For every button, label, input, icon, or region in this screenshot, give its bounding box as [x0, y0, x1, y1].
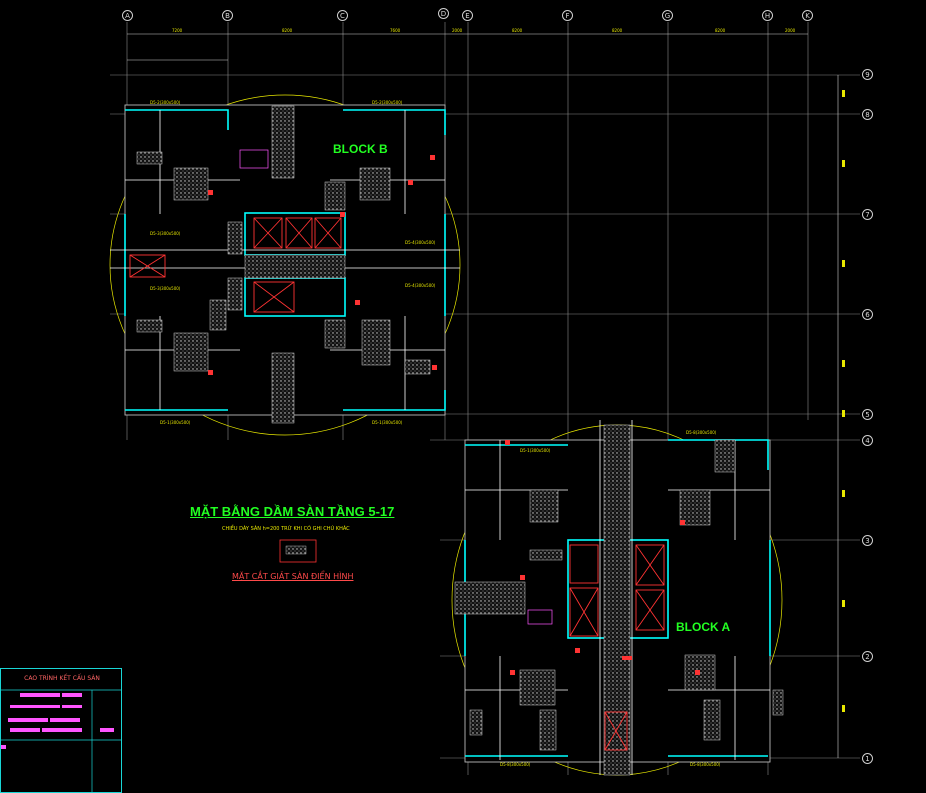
svg-text:D5-8(300x500): D5-8(300x500) — [686, 430, 717, 435]
svg-text:D5-1(300x500): D5-1(300x500) — [372, 420, 403, 425]
svg-text:7200: 7200 — [172, 28, 183, 33]
block-a-floor-plan: D5-8(300x500) D5-8(300x500) D5-8(300x500… — [451, 420, 784, 776]
grid-axis-4: 4 — [862, 435, 873, 446]
grid-axis-7: 7 — [862, 209, 873, 220]
grid-axis-a: A — [122, 10, 133, 21]
grid-axis-e: E — [462, 10, 473, 21]
svg-text:D5-2(300x500): D5-2(300x500) — [372, 100, 403, 105]
grid-axis-3: 3 — [862, 535, 873, 546]
svg-text:8200: 8200 — [512, 28, 523, 33]
svg-text:7600: 7600 — [390, 28, 401, 33]
drawing-title: MẶT BẰNG DẦM SÀN TẦNG 5-17 — [190, 504, 395, 519]
svg-text:2000: 2000 — [452, 28, 463, 33]
grid-axis-g: G — [662, 10, 673, 21]
title-block-header: CAO TRÌNH KẾT CẤU SÀN — [24, 675, 100, 682]
svg-text:D5-3(300x500): D5-3(300x500) — [150, 231, 181, 236]
grid-axis-d: D — [438, 8, 449, 19]
svg-text:2000: 2000 — [785, 28, 796, 33]
grid-axis-8: 8 — [862, 109, 873, 120]
title-block-lines — [0, 689, 122, 793]
grid-axis-f: F — [562, 10, 573, 21]
title-block-fills — [0, 693, 114, 749]
svg-text:8200: 8200 — [612, 28, 623, 33]
svg-text:8200: 8200 — [715, 28, 726, 33]
svg-text:D5-4(300x500): D5-4(300x500) — [405, 283, 436, 288]
svg-text:D5-2(300x500): D5-2(300x500) — [150, 100, 181, 105]
svg-text:8200: 8200 — [282, 28, 293, 33]
svg-text:D5-3(300x500): D5-3(300x500) — [150, 286, 181, 291]
grid-axis-h: H — [762, 10, 773, 21]
grid-lines-vertical — [126, 22, 809, 775]
top-dimension — [127, 33, 808, 61]
block-b-floor-plan: D5-2(300x500) D5-2(300x500) D5-1(300x500… — [109, 94, 461, 436]
svg-text:D5-8(300x500): D5-8(300x500) — [500, 762, 531, 767]
grid-axis-6: 6 — [862, 309, 873, 320]
grid-axis-9: 9 — [862, 69, 873, 80]
title-block: CAO TRÌNH KẾT CẤU SÀN — [0, 668, 122, 793]
grid-axis-k: K — [802, 10, 813, 21]
grid-axis-c: C — [337, 10, 348, 21]
block-a-label: BLOCK A — [676, 620, 731, 634]
svg-text:D5-8(300x500): D5-8(300x500) — [690, 762, 721, 767]
grid-axis-b: B — [222, 10, 233, 21]
section-detail — [279, 539, 317, 563]
drawing-note: CHIỀU DÀY SÀN h=200 TRỪ KHI CÓ GHI CHÚ K… — [222, 526, 350, 532]
svg-text:D5-1(300x500): D5-1(300x500) — [160, 420, 191, 425]
section-label: MẶT CẮT GIẢT SÀN ĐIỂN HÌNH — [232, 572, 354, 581]
svg-text:D5-4(300x500): D5-4(300x500) — [405, 240, 436, 245]
block-b-label: BLOCK B — [333, 142, 388, 156]
svg-text:D5-1(300x500): D5-1(300x500) — [520, 448, 551, 453]
grid-axis-2: 2 — [862, 651, 873, 662]
grid-axis-1: 1 — [862, 753, 873, 764]
grid-axis-5: 5 — [862, 409, 873, 420]
